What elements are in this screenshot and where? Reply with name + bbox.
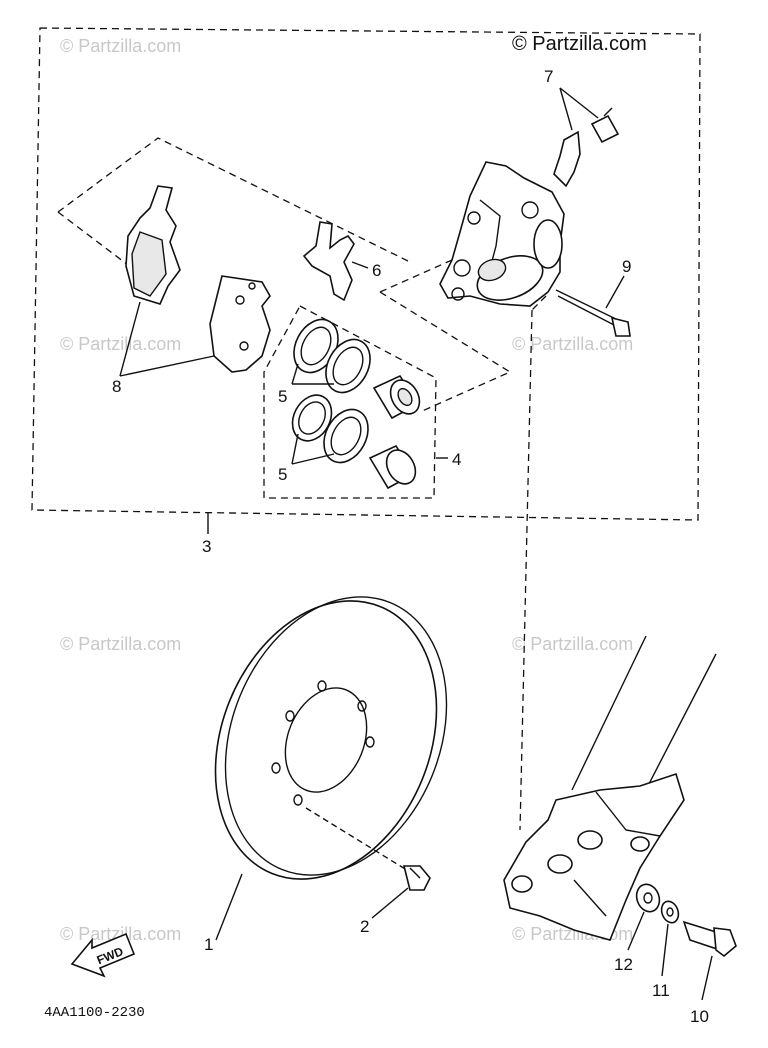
callout-4: 4 <box>452 450 461 469</box>
callout-5b: 5 <box>278 465 287 484</box>
callout-2: 2 <box>360 917 369 936</box>
watermark: © Partzilla.com <box>512 634 633 654</box>
leader-1 <box>215 873 243 941</box>
brake-disc <box>214 596 448 880</box>
caliper-assembly-box <box>31 27 701 521</box>
leader-7a <box>559 87 573 131</box>
watermark-main: © Partzilla.com <box>512 33 647 55</box>
washer-12 <box>635 883 661 913</box>
callout-9: 9 <box>622 257 631 276</box>
caliper-bolt <box>555 289 631 337</box>
callout-10: 10 <box>690 1007 709 1026</box>
leader-11 <box>661 923 669 977</box>
watermark: © Partzilla.com <box>60 634 181 654</box>
watermark: © Partzilla.com <box>512 334 633 354</box>
seals-and-pistons <box>291 318 421 490</box>
callout-11: 11 <box>652 981 670 1000</box>
callout-5a: 5 <box>278 387 287 406</box>
leader-5c <box>291 433 299 465</box>
leader-8b <box>119 355 215 377</box>
watermark: © Partzilla.com <box>60 334 181 354</box>
leader-6 <box>351 261 369 269</box>
callout-3: 3 <box>202 537 211 556</box>
callout-7: 7 <box>544 67 553 86</box>
caliper-body <box>439 161 565 307</box>
leader-12 <box>627 911 645 951</box>
bolt-10 <box>682 920 737 958</box>
leader-5a <box>291 363 299 385</box>
brake-pads <box>125 185 271 373</box>
leader-5d <box>291 453 335 465</box>
leader-7b <box>559 87 599 119</box>
watermark: © Partzilla.com <box>60 924 181 944</box>
callout-12: 12 <box>614 955 633 974</box>
callout-numbers: 1 2 3 4 5 5 6 7 8 9 10 11 12 <box>112 67 709 1026</box>
watermarks: © Partzilla.com © Partzilla.com © Partzi… <box>60 33 647 944</box>
front-fork <box>503 635 717 941</box>
leader-2 <box>371 887 409 919</box>
leader-8a <box>119 301 141 377</box>
leader-9 <box>605 275 625 309</box>
pad-spring <box>302 221 355 302</box>
diagram-code: 4AA1100-2230 <box>44 1005 145 1021</box>
callout-6: 6 <box>372 261 381 280</box>
seal-kit-box <box>263 305 437 499</box>
callout-8: 8 <box>112 377 121 396</box>
leader-lines <box>57 137 547 831</box>
disc-bolt <box>305 807 431 891</box>
watermark: © Partzilla.com <box>60 36 181 56</box>
bleed-screw <box>553 107 620 188</box>
spring-washer-11 <box>660 900 680 924</box>
leader-10 <box>701 955 713 1001</box>
callout-1: 1 <box>204 935 213 954</box>
